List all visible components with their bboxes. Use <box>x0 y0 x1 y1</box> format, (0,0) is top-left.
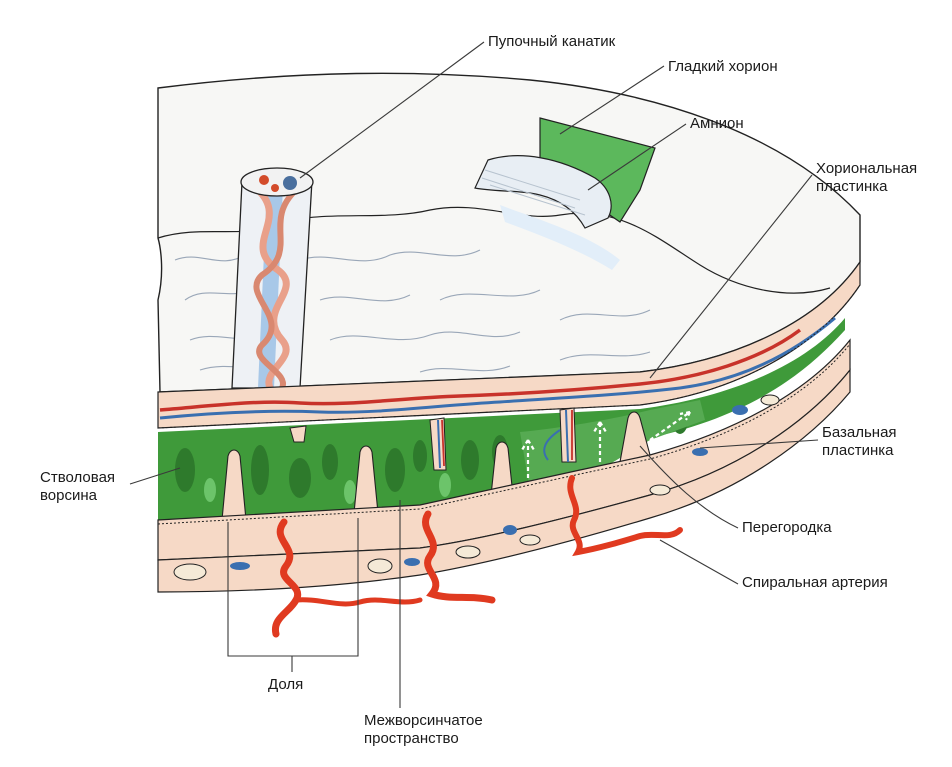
chorionic-inner-line <box>157 284 861 429</box>
label-septum: Перегородка <box>742 519 832 536</box>
label-stem-villus-line-1: Стволовая <box>40 469 116 486</box>
label-basal-plate-line-1: Базальная <box>822 424 897 441</box>
umbilical-artery-2 <box>253 187 299 390</box>
leader-lines <box>129 41 819 708</box>
umbilical-vein <box>258 185 283 389</box>
stem-villus-arteries <box>441 410 573 467</box>
decidua-basalis <box>157 368 851 593</box>
cord-vessel-vein-section <box>283 176 297 190</box>
label-amnion: Амнион <box>690 115 744 132</box>
label-chorionic-plate-line-2: пластинка <box>816 178 888 195</box>
cord-vessel-artery-section <box>259 175 269 185</box>
amnion-peel-shadow <box>500 205 620 270</box>
septum-2 <box>353 445 379 514</box>
maternal-blood-flow-arrows <box>521 410 691 485</box>
label-intervillous-line-2: пространство <box>364 730 459 747</box>
umbilical-cord-cut-surface <box>240 167 314 197</box>
septa <box>221 411 651 521</box>
label-stem-villus: Стволовая ворсина <box>40 469 115 505</box>
label-stem-villus-line-2: ворсина <box>40 487 97 504</box>
label-chorionic-plate: Хориональная пластинка <box>816 160 917 196</box>
chorionic-vessel-artery <box>159 328 802 412</box>
label-umbilical-cord: Пупочный канатик <box>488 33 616 50</box>
label-intervillous-line-1: Межворсинчатое <box>364 712 483 729</box>
label-intervillous-space: Межворсинчатое пространство <box>364 712 483 748</box>
amnion-flap-hatch <box>481 169 586 216</box>
cord-vessel-artery-section-2 <box>271 184 279 192</box>
intervillous-lobule-open <box>520 400 705 490</box>
spiral-artery-3 <box>567 475 683 557</box>
decidual-veins <box>230 405 748 570</box>
amnion-flap <box>474 155 612 229</box>
label-chorionic-plate-line-1: Хориональная <box>816 160 918 177</box>
chorionic-vessel-vein <box>159 316 836 420</box>
septum-1 <box>221 449 247 521</box>
basal-plate-inner-line <box>157 343 851 525</box>
spiral-artery-2 <box>422 510 496 604</box>
label-basal-plate-line-2: пластинка <box>822 442 894 459</box>
umbilical-artery-1 <box>255 187 290 390</box>
stem-villus-vessels <box>437 409 569 469</box>
spiral-artery-1-branch <box>293 597 423 607</box>
label-spiral-artery: Спиральная артерия <box>742 574 888 591</box>
label-lobe: Доля <box>268 676 304 693</box>
decidual-vessel-sections <box>173 394 780 581</box>
label-smooth-chorion: Гладкий хорион <box>668 58 778 75</box>
label-basal-plate: Базальная пластинка <box>822 424 897 460</box>
spiral-artery-1 <box>271 518 302 638</box>
